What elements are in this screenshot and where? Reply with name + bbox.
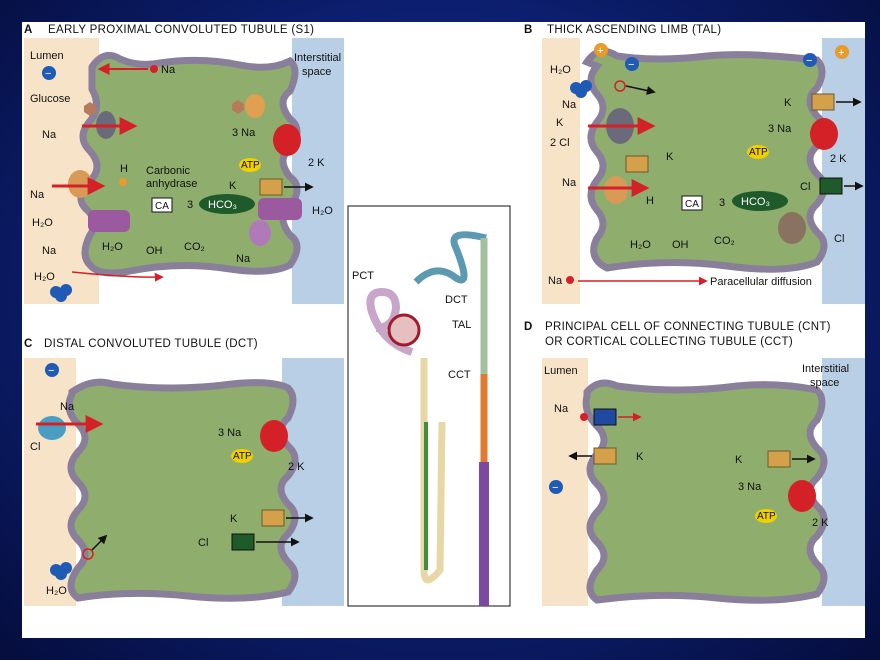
panel-a-lumen-label: Lumen <box>30 50 64 62</box>
panel-d-cell <box>582 379 828 604</box>
panel-d-interstitial: Interstitial <box>802 363 849 375</box>
panel-c-3na: 3 Na <box>218 427 242 439</box>
panel-b-na: Na <box>562 99 577 111</box>
panel-c-k: K <box>230 513 238 525</box>
panel-c-cl-basal: Cl <box>198 537 208 549</box>
panel-a-atp: ATP <box>241 160 260 171</box>
panel-d: D PRINCIPAL CELL OF CONNECTING TUBULE (C… <box>524 321 865 606</box>
panel-b-plus-2: + <box>838 47 844 59</box>
panel-a-interstitial-label: Interstitial <box>294 52 341 64</box>
panel-a-carbonic: Carbonic <box>146 165 191 177</box>
panel-a-2k: 2 K <box>308 157 325 169</box>
panel-a-letter: A <box>24 24 33 36</box>
panel-a-k: K <box>229 180 237 192</box>
panel-b-h2o-mid: H₂O <box>630 239 651 251</box>
panel-a-h: H <box>120 163 128 175</box>
panel-b-minus-2: − <box>806 55 812 67</box>
panel-c-h2o: H₂O <box>46 585 67 597</box>
panel-a-three: 3 <box>187 199 193 211</box>
panel-c-cell <box>65 378 299 602</box>
panel-a-na-bottom: Na <box>236 253 251 265</box>
panel-b-h2o: H₂O <box>550 64 571 76</box>
svg-text:D: D <box>524 321 533 333</box>
label-dct: DCT <box>445 294 468 306</box>
panel-d-na: Na <box>554 403 569 415</box>
panel-b-k-apical: K <box>666 151 674 163</box>
panel-a: A EARLY PROXIMAL CONVOLUTED TUBULE (S1) … <box>22 22 344 312</box>
panel-b-3na: 3 Na <box>768 123 792 135</box>
panel-c-title: DISTAL CONVOLUTED TUBULE (DCT) <box>44 338 258 350</box>
panel-b-k-channel: K <box>784 97 792 109</box>
panel-a-anhydrase: anhydrase <box>146 178 197 190</box>
panel-a-h2o-left: H₂O <box>32 217 53 229</box>
label-cct: CCT <box>448 369 471 381</box>
slide: A EARLY PROXIMAL CONVOLUTED TUBULE (S1) … <box>22 22 865 638</box>
panel-a-co2: CO₂ <box>184 241 205 253</box>
panel-d-letter: D <box>524 321 533 333</box>
panel-c-letter: C <box>24 338 33 350</box>
panel-a-glucose: Glucose <box>30 93 70 105</box>
panel-d-k-basal: K <box>735 454 743 466</box>
panel-b: B THICK ASCENDING LIMB (TAL) + + − − H₂O… <box>524 24 865 304</box>
panel-a-h2o-para: H₂O <box>34 271 55 283</box>
center-nephron: PCT DCT TAL CCT <box>347 205 511 607</box>
panel-b-co2: CO₂ <box>714 235 735 247</box>
panel-c-cl: Cl <box>30 441 40 453</box>
panel-b-letter: B <box>524 24 533 36</box>
nephron-transport-figure: A EARLY PROXIMAL CONVOLUTED TUBULE (S1) … <box>22 22 865 607</box>
label-pct: PCT <box>352 270 374 282</box>
panel-d-3na: 3 Na <box>738 481 762 493</box>
panel-b-oh: OH <box>672 239 689 251</box>
panel-b-na-para: Na <box>548 275 563 287</box>
panel-a-h2o-right: H₂O <box>312 205 333 217</box>
panel-b-na-nhe: Na <box>562 177 577 189</box>
label-tal: TAL <box>452 319 471 331</box>
panel-b-minus-1: − <box>628 59 634 71</box>
panel-a-3na: 3 Na <box>232 127 256 139</box>
panel-b-hco3: HCO₃ <box>741 196 770 208</box>
panel-a-na-top: Na <box>161 64 176 76</box>
panel-d-lumen: Lumen <box>544 365 578 377</box>
panel-d-title-2: OR CORTICAL COLLECTING TUBULE (CCT) <box>545 336 793 348</box>
panel-a-title: EARLY PROXIMAL CONVOLUTED TUBULE (S1) <box>48 24 314 36</box>
panel-d-k-apical: K <box>636 451 644 463</box>
panel-a-hco3: HCO₃ <box>208 199 237 211</box>
panel-a-ca: CA <box>155 201 169 212</box>
panel-a-na-nhe: Na <box>30 189 45 201</box>
svg-text:B: B <box>524 24 533 36</box>
panel-b-h: H <box>646 195 654 207</box>
panel-a-minus: − <box>45 68 51 80</box>
panel-a-na-sglt: Na <box>42 129 57 141</box>
panel-a-na-para: Na <box>42 245 57 257</box>
panel-d-title-1: PRINCIPAL CELL OF CONNECTING TUBULE (CNT… <box>545 321 831 333</box>
panel-a-h2o-mid: H₂O <box>102 241 123 253</box>
svg-text:C: C <box>24 338 33 350</box>
svg-text:A: A <box>24 24 33 36</box>
panel-c-2k: 2 K <box>288 461 305 473</box>
panel-d-2k: 2 K <box>812 517 829 529</box>
panel-b-cl-basal: Cl <box>800 181 810 193</box>
panel-b-k: K <box>556 117 564 129</box>
panel-d-minus: − <box>552 482 558 494</box>
panel-a-interstitium <box>292 38 344 304</box>
panel-b-title: THICK ASCENDING LIMB (TAL) <box>547 24 721 36</box>
panel-c-atp: ATP <box>233 451 252 462</box>
panel-b-2k: 2 K <box>830 153 847 165</box>
panel-c-na: Na <box>60 401 75 413</box>
panel-c-minus: − <box>48 365 54 377</box>
panel-b-2cl: 2 Cl <box>550 137 570 149</box>
panel-c: C DISTAL CONVOLUTED TUBULE (DCT) − Na Cl… <box>24 338 344 606</box>
panel-b-cl-exchanger: Cl <box>834 233 844 245</box>
panel-a-space-label: space <box>302 66 331 78</box>
panel-d-atp: ATP <box>757 511 776 522</box>
panel-b-atp: ATP <box>749 147 768 158</box>
panel-b-ca: CA <box>685 199 699 210</box>
panel-d-space: space <box>810 377 839 389</box>
panel-b-plus-1: + <box>597 45 603 57</box>
panel-a-oh: OH <box>146 245 163 257</box>
panel-b-three: 3 <box>719 197 725 209</box>
panel-b-paracellular: Paracellular diffusion <box>710 276 812 288</box>
